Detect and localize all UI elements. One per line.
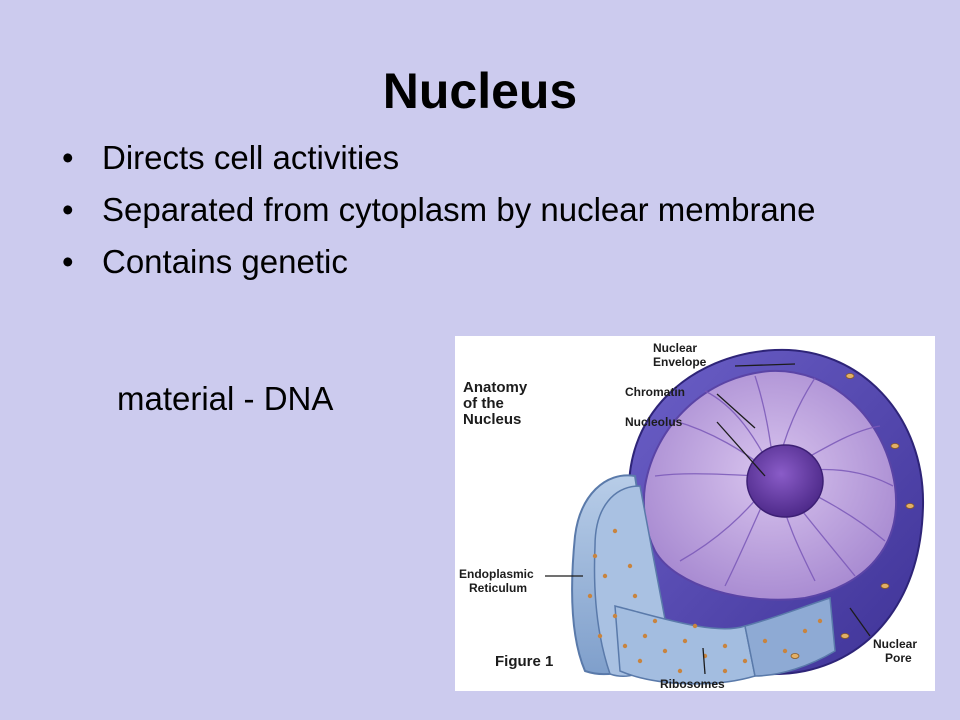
er-sheet-right <box>744 597 836 677</box>
bullet-continuation: material - DNA <box>117 380 334 417</box>
label-ribosomes: Ribosomes <box>660 677 725 691</box>
leader-lines <box>545 363 871 675</box>
figure-heading-line2: of the <box>463 395 504 412</box>
bullet-dot: • <box>62 139 74 176</box>
label-nuclear-envelope-line2: Envelope <box>653 355 707 369</box>
nuclear-pores <box>790 373 915 659</box>
label-nucleolus: Nucleolus <box>625 415 683 429</box>
nucleus-illustration: Anatomy of the Nucleus Nuclear Envelope … <box>459 341 925 691</box>
label-nuclear-pore-line2: Pore <box>885 651 912 665</box>
bullet-text: Contains genetic <box>102 243 348 280</box>
label-chromatin: Chromatin <box>625 385 685 399</box>
bullet-item: • Separated from cytoplasm by nuclear me… <box>62 190 882 230</box>
figure-heading-line1: Anatomy <box>463 379 528 396</box>
bullet-text: Directs cell activities <box>102 139 400 176</box>
label-nuclear-envelope-line1: Nuclear <box>653 341 697 355</box>
label-er-line1: Endoplasmic <box>459 567 534 581</box>
ribosome-dots <box>587 528 823 674</box>
nucleus-anatomy-figure: Anatomy of the Nucleus Nuclear Envelope … <box>455 336 935 691</box>
bullet-list: • Directs cell activities • Separated fr… <box>62 138 882 294</box>
figure-caption: Figure 1 <box>495 653 553 670</box>
bullet-item: • Contains genetic <box>62 242 882 282</box>
slide-title: Nucleus <box>382 63 578 119</box>
nucleolus-shape <box>746 444 824 518</box>
bullet-text: Separated from cytoplasm by nuclear memb… <box>102 191 816 228</box>
bullet-dot: • <box>62 191 74 228</box>
label-nuclear-pore-line1: Nuclear <box>873 637 917 651</box>
label-er-line2: Reticulum <box>469 581 527 595</box>
bullet-dot: • <box>62 243 74 280</box>
figure-heading-line3: Nucleus <box>463 411 521 428</box>
bullet-item: • Directs cell activities <box>62 138 882 178</box>
